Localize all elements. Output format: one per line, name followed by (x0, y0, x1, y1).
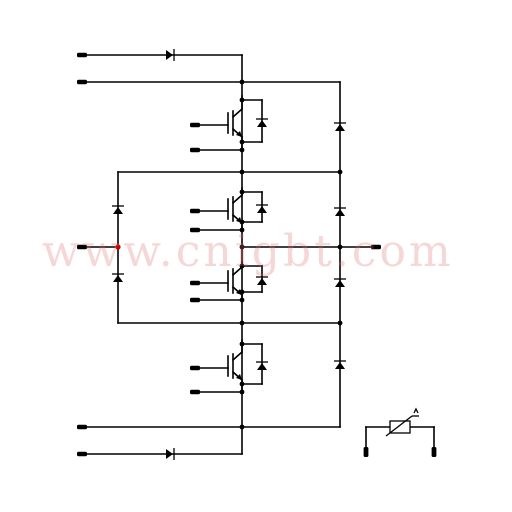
terminal-pin[interactable] (77, 52, 87, 58)
diode-icon (333, 122, 347, 132)
gate-terminal-pin[interactable] (190, 208, 200, 214)
emitter-terminal-pin[interactable] (190, 147, 200, 153)
thermistor-icon (389, 420, 411, 434)
diode-icon (333, 360, 347, 370)
igbt-icon (190, 339, 268, 395)
emitter-terminal-pin[interactable] (190, 297, 200, 303)
output-terminal-pin[interactable] (371, 244, 381, 250)
emitter-terminal-pin[interactable] (190, 227, 200, 233)
terminal-pin[interactable] (77, 79, 87, 85)
terminal-pin[interactable] (77, 424, 87, 430)
gate-terminal-pin[interactable] (190, 365, 200, 371)
output-group (239, 244, 381, 250)
diode-icon (257, 278, 267, 285)
emitter-terminal-pin[interactable] (190, 389, 200, 395)
neutral-terminal-pin[interactable] (77, 244, 87, 250)
gate-terminal-pin[interactable] (190, 122, 200, 128)
diode-icon (333, 207, 347, 217)
left-clamp-column (77, 169, 341, 326)
top-input-group (77, 48, 341, 85)
diode-icon (111, 205, 125, 215)
diode-icon (257, 206, 267, 213)
neutral-node (115, 244, 121, 250)
diode-icon (257, 363, 267, 370)
gate-terminal-pin[interactable] (190, 280, 200, 286)
right-bypass-column (333, 81, 347, 428)
igbt-icon (190, 261, 268, 303)
diode-icon (257, 120, 267, 127)
igbt-icon (190, 187, 268, 233)
igbt-icon (190, 95, 268, 153)
diode-icon (165, 447, 175, 461)
diode-icon (333, 278, 347, 288)
bottom-input-group (77, 424, 341, 461)
diode-icon (165, 48, 175, 62)
diode-icon (111, 273, 125, 283)
terminal-pin[interactable] (363, 447, 369, 457)
terminal-pin[interactable] (77, 451, 87, 457)
ntc-thermistor (363, 407, 437, 457)
igbt-layer (190, 95, 268, 395)
terminal-pin[interactable] (431, 447, 437, 457)
